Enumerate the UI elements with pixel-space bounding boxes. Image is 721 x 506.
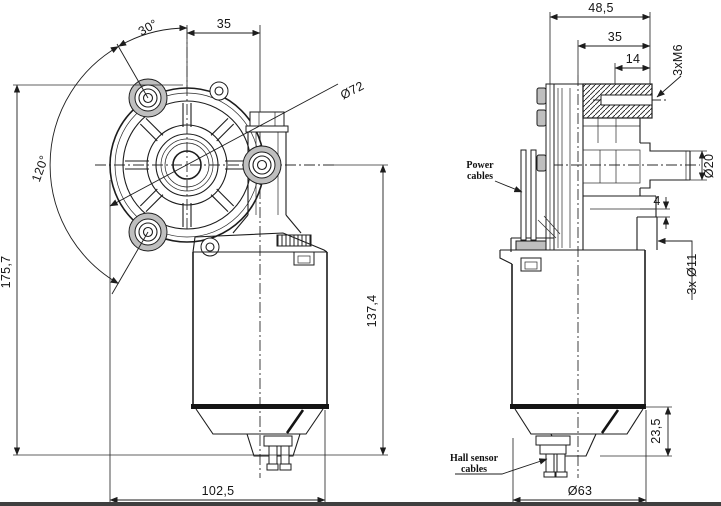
vent-grille — [276, 234, 312, 247]
connector-side — [535, 435, 571, 478]
hall-sensor-label-line2: cables — [461, 464, 487, 475]
motor-band-side — [510, 404, 646, 409]
power-cables-leader — [494, 180, 523, 193]
dim-overall-height: 175,7 — [0, 256, 13, 289]
dim-boss-diameter: 3x Ø11 — [685, 253, 699, 294]
ear-bottom — [200, 237, 220, 257]
output-bore — [172, 150, 202, 180]
motor-front — [191, 232, 329, 471]
power-cables-label-line2: cables — [467, 171, 493, 182]
dim-leader-dia72 — [109, 83, 339, 207]
power-cables — [520, 149, 537, 241]
dim-angle-120: 120° — [29, 154, 51, 184]
dim-housing-diameter: Ø72 — [338, 79, 366, 103]
hall-sensor-leader — [455, 458, 548, 475]
dim-angle-30: 30° — [136, 17, 160, 39]
dim-depth-14: 14 — [626, 52, 641, 66]
front-view — [95, 28, 335, 478]
m6-tapped-hole — [600, 94, 653, 106]
motor-band — [191, 404, 329, 409]
dim-motor-diameter: Ø63 — [568, 484, 593, 498]
dim-step-4: 4 — [653, 194, 660, 208]
bottom-border-bar — [0, 502, 721, 506]
ear-top — [209, 81, 229, 101]
callouts: Power cables Hall sensor cables — [450, 160, 548, 475]
output-shaft — [640, 142, 691, 189]
dim-shaft-diameter: Ø20 — [702, 154, 716, 179]
dim-front-boss-offset: 35 — [217, 17, 232, 31]
dim-arc-30 — [118, 24, 188, 47]
mounting-flange — [536, 83, 563, 251]
side-view — [499, 75, 700, 478]
dim-depth-35: 35 — [608, 30, 623, 44]
gearbox-side — [510, 83, 691, 252]
dim-cap-height: 23,5 — [649, 418, 663, 444]
hall-sensor-label-line1: Hall sensor — [450, 453, 499, 464]
mounting-boss-right — [242, 145, 282, 185]
dim-depth-48-5: 48,5 — [588, 1, 614, 15]
dim-arc-120 — [49, 46, 119, 284]
clamp-bolt — [245, 111, 289, 133]
dim-overall-width: 102,5 — [202, 484, 235, 498]
pilot-boss — [636, 216, 658, 250]
dim-axis-to-bottom: 137,4 — [365, 295, 379, 328]
connector-front — [263, 435, 293, 471]
motor-side — [499, 249, 646, 478]
power-cables-label-line1: Power — [466, 160, 494, 171]
dim-thread-spec: 3xM6 — [671, 44, 685, 76]
dim-leader-dia11 — [657, 237, 693, 300]
